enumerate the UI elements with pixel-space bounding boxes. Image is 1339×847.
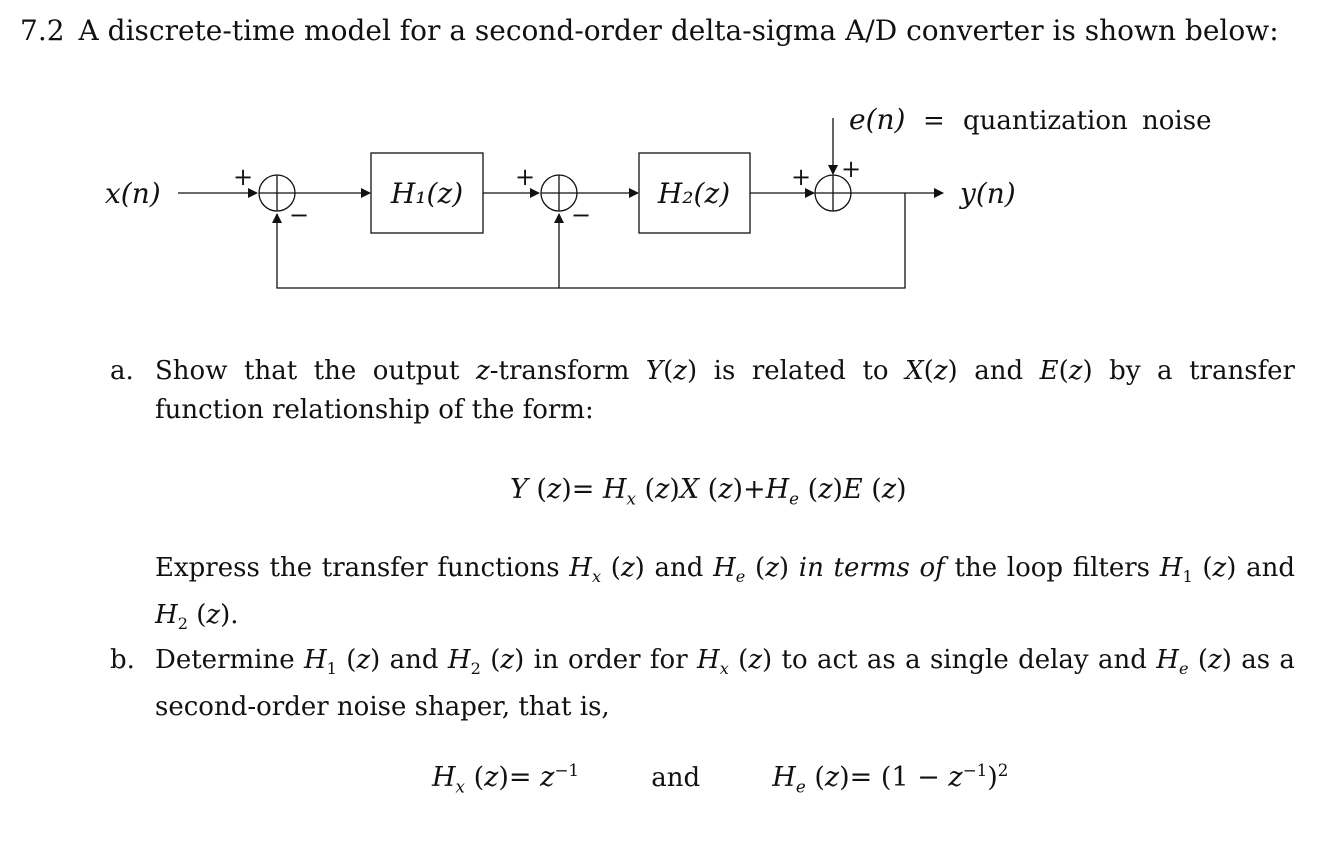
target-equations: Hx (z)= z−1 and He (z)= (1 − z−1)2 [432,760,1008,796]
eq-he: He (z)= (1 − z−1)2 [772,760,1009,797]
summer2-minus-sign: − [571,201,591,229]
summer1-plus-sign: + [233,163,253,191]
output-label: y(n) [958,177,1016,210]
express-text-2: and [654,553,704,583]
part-b-text-1: Determine [155,645,295,675]
part-a-label: a. [110,356,134,386]
noise-description: quantization noise [963,106,1211,136]
block-diagram: x(n) + − H₁(z) + − H₂(z) + + e(n) = quan… [105,103,1211,289]
part-b-label: b. [110,645,135,675]
part-b-text-3: in order for [533,645,688,675]
eq-hx: Hx (z)= z−1 [432,760,580,797]
part-a-express: Express the transfer functions Hx (z) an… [110,549,1295,643]
part-b-text-5: as a second-order noise shaper, that is, [155,645,1295,723]
part-b: b. Determine H1 (z) and H2 (z) in order … [110,641,1295,727]
eq-and: and [651,763,701,793]
part-a-text-2: -transform [489,356,630,386]
problem-heading: 7.2 A discrete-time model for a second-or… [20,14,1279,47]
noise-label: e(n) [849,103,905,136]
part-a-text-4: and [974,356,1024,386]
part-b-text-2: and [389,645,439,675]
part-a: a. Show that the output z-transform Y(z)… [110,352,1295,430]
part-b-text-4: to act as a single delay and [781,645,1147,675]
part-b-text: Determine H1 (z) and H2 (z) in order for… [155,645,1295,723]
summer2-plus-sign: + [515,163,535,191]
part-a-text-1: Show that the output [155,356,460,386]
h2-block-label: H₂(z) [657,177,730,210]
h1-block-label: H₁(z) [390,177,463,210]
part-a-express-text: Express the transfer functions Hx (z) an… [155,553,1295,634]
express-text-1: Express the transfer functions [155,553,560,583]
feedback-path [272,193,906,289]
express-text-4: the loop filters [954,553,1151,583]
problem-statement: A discrete-time model for a second-order… [78,14,1279,47]
part-a-text-3: is related to [713,356,889,386]
noise-equals-sign: = [923,106,945,136]
summer3-plus-sign-left: + [791,163,811,191]
express-text-5: and [1246,553,1295,583]
problem-number: 7.2 [20,14,65,47]
part-a-text: Show that the output z-transform Y(z) is… [155,356,1295,425]
part-a-text-5: by a transfer function relationship of t… [155,356,1295,425]
input-label: x(n) [105,177,161,210]
transfer-equation: Y (z)= Hx (z)X (z)+He (z)E (z) [510,474,907,509]
summer1-minus-sign: − [289,201,309,229]
express-text-3: in terms of [798,553,945,583]
summer3-plus-sign-top: + [841,155,861,183]
